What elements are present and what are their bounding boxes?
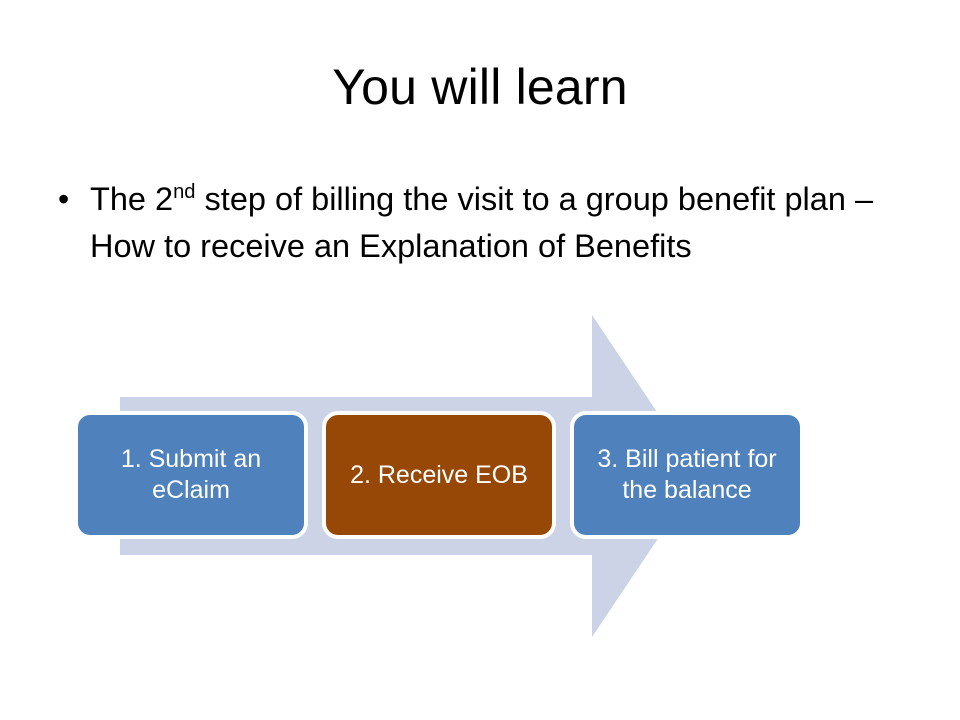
process-step-box-3[interactable]: 3. Bill patient for the balance (570, 411, 804, 539)
bullet-dot-icon: • (58, 181, 70, 217)
process-step-box-2[interactable]: 2. Receive EOB (322, 411, 556, 539)
bullet-text-after-superscript: step of billing the visit to a group ben… (90, 181, 874, 264)
process-step-label-2: 2. Receive EOB (350, 460, 528, 489)
ordinal-superscript: nd (173, 181, 196, 204)
bullet-item-text: The 2nd step of billing the visit to a g… (90, 181, 873, 264)
process-step-label-1: 1. Submit an eClaim (120, 445, 262, 504)
slide-title: You will learn (332, 59, 628, 115)
process-step-box-1[interactable]: 1. Submit an eClaim (74, 411, 308, 539)
slide-body-bullet-list: • The 2nd step of billing the visit to a… (48, 176, 918, 270)
bullet-text-before-superscript: The 2 (90, 181, 174, 217)
process-step-label-3: 3. Bill patient for the balance (597, 445, 777, 504)
bullet-list-item: • The 2nd step of billing the visit to a… (48, 176, 918, 270)
